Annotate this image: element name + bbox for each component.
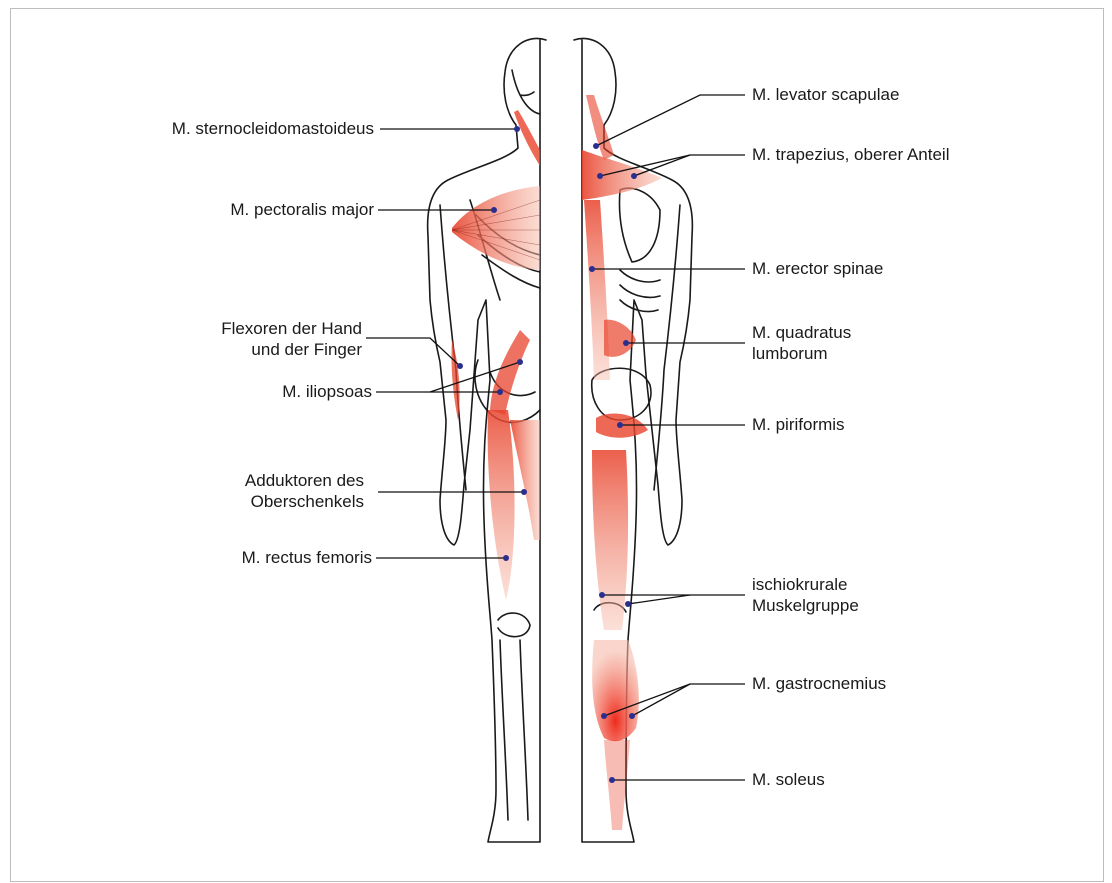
marker-gastrocnemius-b — [629, 713, 635, 719]
label-erector: M. erector spinae — [752, 258, 883, 279]
label-flexoren-line1: Flexoren der Hand — [221, 318, 362, 339]
back-arm-bones — [654, 205, 680, 490]
front-face — [512, 70, 540, 114]
label-quadratus: M. quadratus lumborum — [752, 322, 851, 364]
iliopsoas-muscle — [490, 330, 530, 415]
label-sternocleidomastoideus: M. sternocleidomastoideus — [172, 118, 374, 139]
label-soleus: M. soleus — [752, 769, 825, 790]
back-ribs — [620, 270, 660, 312]
adduktoren-muscle — [510, 420, 540, 540]
label-piriformis: M. piriformis — [752, 414, 845, 435]
marker-gastrocnemius-a — [601, 713, 607, 719]
marker-ischio-b — [625, 601, 631, 607]
front-muscles — [451, 110, 540, 600]
label-ischio: ischiokrurale Muskelgruppe — [752, 574, 859, 616]
marker-pectoralis — [491, 207, 497, 213]
marker-ischio-a — [599, 592, 605, 598]
label-trapezius: M. trapezius, oberer Anteil — [752, 144, 949, 165]
label-adduktoren-line2: Oberschenkels — [245, 491, 364, 512]
marker-trapezius-b — [631, 173, 637, 179]
front-knee — [498, 613, 530, 637]
label-gastrocnemius: M. gastrocnemius — [752, 673, 886, 694]
marker-erector — [589, 266, 595, 272]
marker-trapezius-a — [597, 173, 603, 179]
marker-levator — [593, 143, 599, 149]
back-muscles — [582, 95, 662, 830]
marker-sternocleidomastoideus — [514, 126, 520, 132]
gastrocnemius-muscle — [592, 640, 639, 741]
label-flexoren: Flexoren der Hand und der Finger — [221, 318, 362, 360]
label-rectus: M. rectus femoris — [242, 547, 372, 568]
label-iliopsoas: M. iliopsoas — [282, 381, 372, 402]
ischiokrurale-muscle — [592, 450, 628, 630]
back-scapula — [620, 188, 661, 262]
label-ischio-line1: ischiokrurale — [752, 574, 859, 595]
marker-rectus — [503, 555, 509, 561]
marker-quadratus — [623, 340, 629, 346]
label-ischio-line2: Muskelgruppe — [752, 595, 859, 616]
marker-iliopsoas-b — [497, 389, 503, 395]
front-leg-bones — [500, 640, 528, 820]
label-adduktoren-line1: Adduktoren des — [245, 470, 364, 491]
label-levator: M. levator scapulae — [752, 84, 899, 105]
marker-adduktoren — [521, 489, 527, 495]
levator-muscle — [586, 95, 614, 160]
marker-flexoren — [457, 363, 463, 369]
label-adduktoren: Adduktoren des Oberschenkels — [245, 470, 364, 512]
flexoren-muscle — [451, 340, 459, 420]
label-quadratus-line1: M. quadratus — [752, 322, 851, 343]
marker-iliopsoas-a — [517, 359, 523, 365]
label-flexoren-line2: und der Finger — [221, 339, 362, 360]
label-quadratus-line2: lumborum — [752, 343, 851, 364]
rectus-femoris-muscle — [488, 410, 515, 600]
label-pectoralis: M. pectoralis major — [230, 199, 374, 220]
marker-piriformis — [617, 422, 623, 428]
trapezius-muscle — [582, 150, 662, 200]
marker-soleus — [609, 777, 615, 783]
